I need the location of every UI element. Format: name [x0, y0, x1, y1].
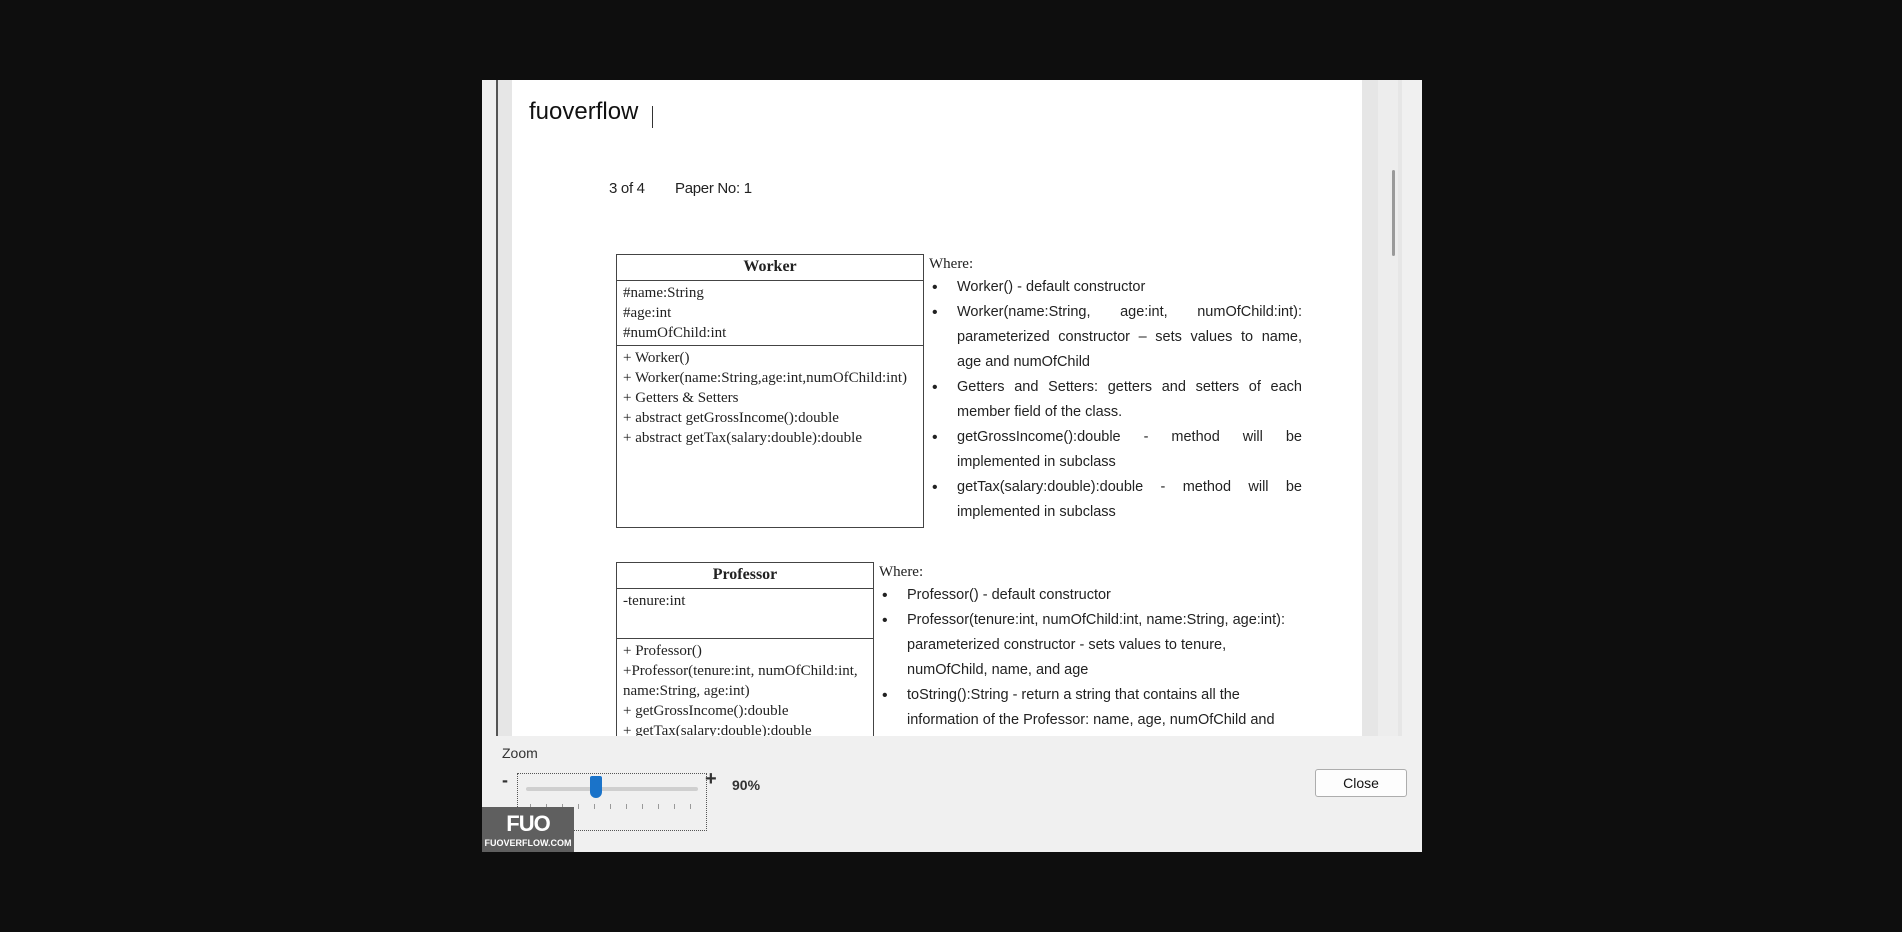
- zoom-in-button[interactable]: +: [705, 768, 717, 790]
- professor-attribute: -tenure:int: [623, 593, 686, 609]
- zoom-tick: [546, 804, 547, 809]
- fuoverflow-logo: FUO FUOVERFLOW.COM: [482, 807, 574, 852]
- professor-method: + getTax(salary:double):double: [623, 723, 812, 736]
- professor-method: + Professor(): [623, 643, 702, 659]
- worker-note: Worker() - default constructor: [929, 275, 1302, 300]
- zoom-out-button[interactable]: -: [502, 770, 508, 790]
- worker-method: + abstract getGrossIncome():double: [623, 410, 839, 426]
- worker-attribute: #age:int: [623, 305, 672, 321]
- professor-where-label: Where:: [879, 564, 924, 580]
- zoom-tick: [658, 804, 659, 809]
- professor-note: toString():String - return a string that…: [879, 683, 1309, 736]
- zoom-slider-thumb[interactable]: [590, 776, 602, 798]
- worker-methods: + Worker() + Worker(name:String,age:int,…: [617, 346, 923, 450]
- logo-text: FUOVERFLOW.COM: [484, 838, 572, 848]
- zoom-slider-track[interactable]: [526, 787, 698, 791]
- professor-class-name: Professor: [617, 563, 873, 589]
- zoom-slider-ticks: [530, 804, 694, 812]
- vertical-scrollbar[interactable]: [1378, 80, 1398, 736]
- worker-method: + abstract getTax(salary:double):double: [623, 430, 862, 446]
- logo-mark: FUO: [506, 811, 550, 836]
- window-title: fuoverflow: [529, 98, 639, 125]
- professor-methods: + Professor() +Professor(tenure:int, num…: [617, 639, 873, 736]
- scrollbar-thumb[interactable]: [1392, 170, 1395, 256]
- worker-method: + Worker(name:String,age:int,numOfChild:…: [623, 370, 908, 386]
- zoom-tick: [626, 804, 627, 809]
- worker-class-diagram: Worker #name:String #age:int #numOfChild…: [616, 254, 924, 528]
- zoom-tick: [594, 804, 595, 809]
- text-caret: [652, 106, 653, 128]
- zoom-tick: [530, 804, 531, 809]
- exam-page: fuoverflow 3 of 4 Paper No: 1 Worker #na…: [512, 80, 1362, 736]
- professor-notes: Professor() - default constructor Profes…: [879, 583, 1309, 736]
- page-indicator: 3 of 4: [609, 180, 645, 197]
- professor-class-diagram: Professor -tenure:int + Professor() +Pro…: [616, 562, 874, 736]
- document-viewer-dialog: fuoverflow 3 of 4 Paper No: 1 Worker #na…: [482, 80, 1422, 852]
- zoom-label: Zoom: [502, 745, 538, 761]
- professor-method: + getGrossIncome():double: [623, 703, 789, 719]
- worker-note: getGrossIncome():double - method will be…: [929, 425, 1302, 475]
- zoom-value: 90%: [732, 777, 761, 793]
- professor-attributes: -tenure:int: [617, 589, 873, 639]
- document-viewport[interactable]: fuoverflow 3 of 4 Paper No: 1 Worker #na…: [496, 80, 1402, 736]
- worker-note: Worker(name:String, age:int, numOfChild:…: [929, 300, 1302, 375]
- worker-method: + Worker(): [623, 350, 690, 366]
- professor-method: +Professor(tenure:int, numOfChild:int, n…: [623, 663, 858, 699]
- professor-note: Professor() - default constructor: [879, 583, 1309, 608]
- professor-note: Professor(tenure:int, numOfChild:int, na…: [879, 608, 1309, 683]
- close-button[interactable]: Close: [1315, 769, 1407, 797]
- worker-attribute: #name:String: [623, 285, 704, 301]
- zoom-tick: [690, 804, 691, 809]
- worker-where-label: Where:: [929, 256, 974, 272]
- worker-attribute: #numOfChild:int: [623, 325, 727, 341]
- zoom-tick: [578, 804, 579, 809]
- zoom-slider[interactable]: [517, 773, 707, 831]
- zoom-tick: [562, 804, 563, 809]
- zoom-tick: [674, 804, 675, 809]
- paper-number: Paper No: 1: [675, 180, 752, 197]
- worker-notes: Worker() - default constructor Worker(na…: [929, 275, 1302, 525]
- worker-note: getTax(salary:double):double - method wi…: [929, 475, 1302, 525]
- worker-attributes: #name:String #age:int #numOfChild:int: [617, 281, 923, 346]
- worker-method: + Getters & Setters: [623, 390, 739, 406]
- zoom-tick: [642, 804, 643, 809]
- worker-note: Getters and Setters: getters and setters…: [929, 375, 1302, 425]
- zoom-tick: [610, 804, 611, 809]
- worker-class-name: Worker: [617, 255, 923, 281]
